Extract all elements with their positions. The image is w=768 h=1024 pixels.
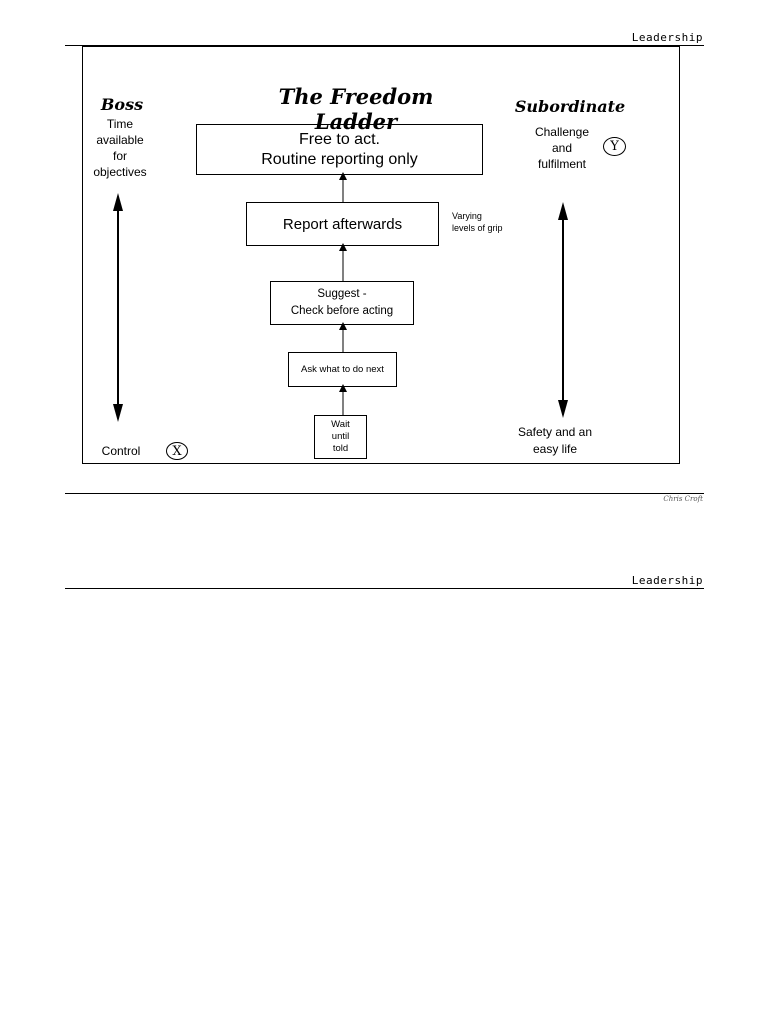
- step-wait-until-told: Wait until told: [314, 415, 367, 459]
- freedom-ladder-slide: [82, 46, 680, 464]
- step-report-afterwards: Report afterwards: [246, 202, 439, 246]
- step-free-to-act: Free to act. Routine reporting only: [196, 124, 483, 175]
- header-rule: [65, 45, 704, 46]
- time-available-label: Time available for objectives: [93, 117, 147, 179]
- right-double-arrow: [558, 202, 568, 418]
- page-footer: Chris Croft: [663, 495, 703, 503]
- diagram-title: The Freedom Ladder: [278, 84, 434, 134]
- step-suggest: Suggest - Check before acting: [270, 281, 414, 325]
- control-label: Control: [101, 444, 141, 458]
- page2-header-rule: [65, 588, 704, 589]
- footer-rule: [65, 493, 704, 494]
- theory-y-symbol: Y: [603, 137, 626, 156]
- challenge-label: Challenge and fulfilment: [534, 125, 590, 171]
- boss-heading: Boss: [100, 95, 144, 114]
- left-double-arrow: [113, 193, 123, 422]
- safety-label: Safety and an easy life: [517, 425, 593, 456]
- grip-annotation: Varying levels of grip: [452, 211, 503, 233]
- page2-header: Leadership: [631, 574, 703, 587]
- subordinate-heading: Subordinate: [514, 97, 626, 116]
- theory-x-symbol: X: [166, 442, 188, 460]
- step-ask-what-next: Ask what to do next: [288, 352, 397, 387]
- page-header: Leadership: [631, 31, 703, 44]
